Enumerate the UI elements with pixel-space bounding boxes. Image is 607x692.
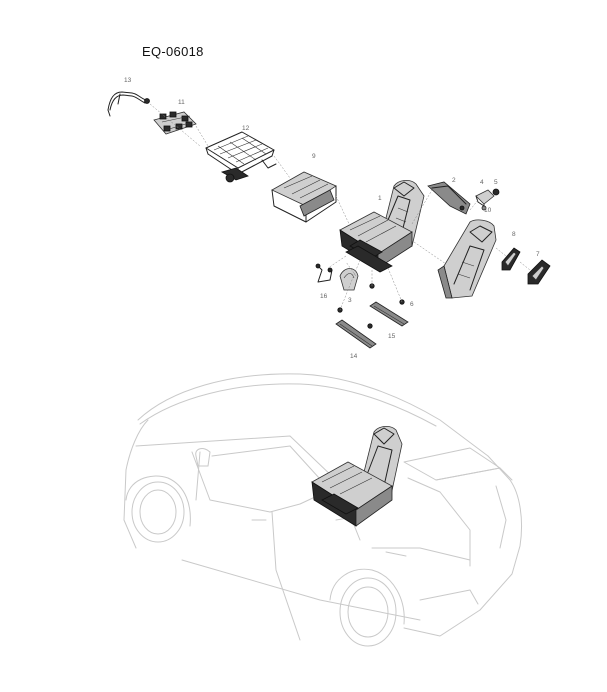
part-seat-assembly: [339, 180, 425, 273]
callout-7: 7: [536, 251, 540, 258]
callout-12: 12: [242, 125, 250, 132]
part-knob: [475, 189, 495, 207]
assembly-leader-lines: [149, 103, 531, 311]
part-trim-cover-7: [527, 259, 551, 285]
part-screw-5: [492, 188, 500, 196]
diagram-code: EQ-06018: [142, 44, 204, 59]
callout-10: 10: [484, 207, 492, 214]
part-seat-rail-15: [369, 301, 409, 327]
callout-3: 3: [348, 297, 352, 304]
part-wire-harness: [107, 91, 150, 117]
callout-15: 15: [388, 333, 396, 340]
part-side-trim: [427, 181, 471, 215]
callout-14: 14: [350, 353, 358, 360]
callout-2: 2: [452, 177, 456, 184]
part-shield-cover: [339, 268, 359, 291]
callout-6: 6: [410, 301, 414, 308]
callout-4: 4: [480, 179, 484, 186]
part-backrest-cover: [437, 219, 497, 299]
part-seat-frame: [205, 131, 277, 183]
part-cap-10: [481, 205, 487, 211]
callout-1: 1: [378, 195, 382, 202]
seat-location-in-vehicle: [311, 426, 403, 527]
callout-9: 9: [312, 153, 316, 160]
part-connector-plate: [153, 111, 197, 135]
callout-13: 13: [124, 77, 132, 84]
part-headrest-trim: [501, 247, 521, 271]
callout-11: 11: [178, 99, 185, 106]
callout-labels: 1 2 3 4 5 6 7 8 9 10 11 12 13 14 15 16: [124, 77, 540, 360]
part-seat-cushion: [271, 171, 337, 223]
callout-16: 16: [320, 293, 328, 300]
part-bracket-16: [315, 263, 333, 283]
part-seat-rail-14: [335, 319, 377, 349]
callout-8: 8: [512, 231, 516, 238]
callout-5: 5: [494, 179, 498, 186]
vehicle-outline: [123, 373, 523, 647]
